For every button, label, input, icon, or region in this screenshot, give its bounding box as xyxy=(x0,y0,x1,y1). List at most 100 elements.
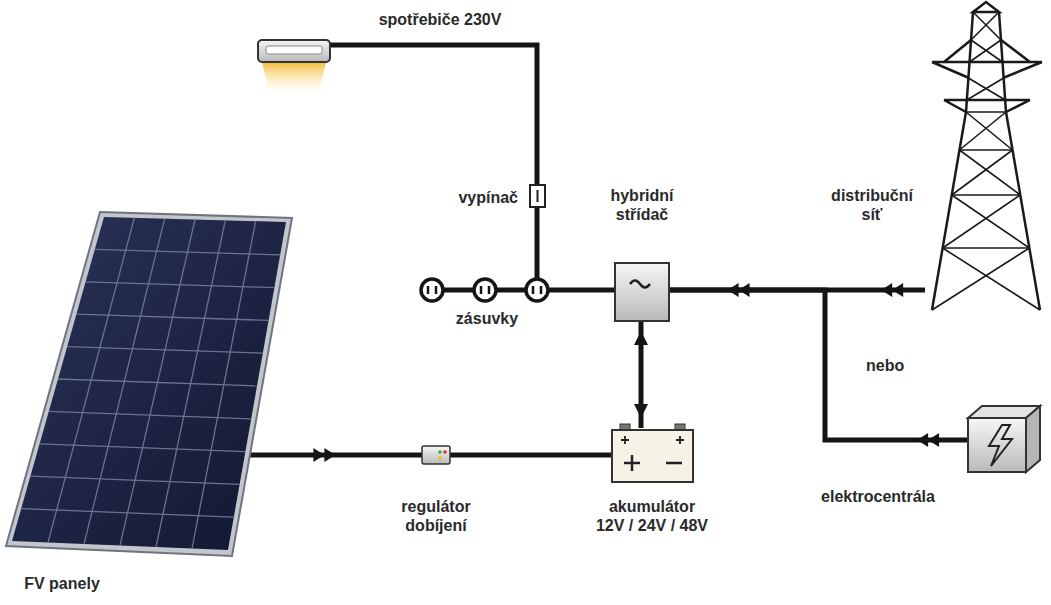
solar-panel: FV panely xyxy=(6,212,292,556)
socket-icons xyxy=(526,279,548,301)
charge-regulator-icon xyxy=(443,450,447,454)
tower-brace xyxy=(971,40,1002,62)
battery-icon xyxy=(612,430,693,482)
tower-brace xyxy=(966,111,1006,113)
panel-cell-line xyxy=(30,476,239,484)
panel-cell-line xyxy=(40,444,246,452)
panel-cell-line xyxy=(21,509,234,518)
panel-cell-line xyxy=(86,282,275,288)
wire-path xyxy=(669,290,968,440)
inverter-icon xyxy=(615,263,669,321)
tower-brace xyxy=(970,40,1001,62)
load-lamp: spotřebiče 230V xyxy=(258,38,330,64)
arrow-head xyxy=(313,448,335,462)
power-tower-icon xyxy=(973,2,999,12)
switch-icon xyxy=(530,185,545,207)
tower-brace xyxy=(952,150,1013,195)
grid-tower: distribuční síť xyxy=(925,0,1045,312)
tower-brace xyxy=(932,248,1029,310)
lamp-icon xyxy=(258,40,330,62)
generator-icon xyxy=(1026,406,1040,472)
lamp-icon xyxy=(262,62,326,96)
tower-brace xyxy=(952,194,1021,196)
battery-icon xyxy=(624,455,682,471)
lamp-icon xyxy=(258,40,330,96)
hybrid-inverter: hybridní střídač xyxy=(615,263,669,321)
power-tower-icon xyxy=(932,112,1040,310)
power-tower-icon xyxy=(932,40,1042,78)
arrow-head xyxy=(881,283,903,297)
tower-brace xyxy=(973,12,1001,40)
charge-regulator-icon xyxy=(438,456,442,460)
generator: elektrocentrála xyxy=(968,406,1040,472)
node-label: zásuvky xyxy=(432,309,542,328)
battery: akumulátor 12V / 24V / 48V xyxy=(612,428,693,482)
node-label: vypínač xyxy=(418,188,518,207)
node-label: FV panely xyxy=(0,574,132,593)
charge-regulator-icon xyxy=(422,446,450,464)
panel-cell-line xyxy=(95,249,280,254)
tower-brace xyxy=(959,150,1020,195)
wire-path xyxy=(550,288,615,293)
power-wire xyxy=(250,448,422,462)
generator-icon xyxy=(968,406,1040,472)
solar-panel-icon xyxy=(6,212,292,556)
power-wire xyxy=(550,290,615,291)
solar-panel-icon xyxy=(12,217,286,550)
battery-icon xyxy=(612,424,693,482)
note-label: nebo xyxy=(866,356,904,375)
tower-brace xyxy=(966,112,1013,150)
generator-icon xyxy=(989,425,1012,466)
tower-brace xyxy=(959,149,1012,151)
panel-cell-line xyxy=(76,314,268,320)
node-label: distribuční síť xyxy=(824,186,920,224)
wire-path xyxy=(250,453,422,458)
solar-panel-icon xyxy=(6,212,292,556)
battery-icon xyxy=(621,436,684,444)
power-wire xyxy=(537,207,538,278)
power-wire xyxy=(634,321,648,428)
arrow-head xyxy=(634,331,648,345)
charge-regulator: regulátor dobíjení xyxy=(422,446,450,464)
switch-icon xyxy=(537,190,539,202)
arrow-head xyxy=(634,404,648,418)
panel-cell-line xyxy=(49,411,251,418)
tower-brace xyxy=(952,195,1030,248)
tower-brace xyxy=(943,195,1021,248)
panel-cell-line xyxy=(67,347,263,354)
inverter-icon xyxy=(615,263,669,321)
power-wire xyxy=(330,45,537,185)
power-tower-icon xyxy=(932,2,1042,310)
power-wire xyxy=(669,290,968,447)
socket-row: zásuvky xyxy=(420,278,550,302)
tower-brace xyxy=(943,248,1040,310)
socket-icons xyxy=(428,286,541,294)
switch: vypínač xyxy=(530,185,545,207)
tower-brace xyxy=(943,247,1030,249)
switch-icon xyxy=(530,185,545,207)
socket-icons xyxy=(420,279,550,301)
node-label: regulátor dobíjení xyxy=(386,497,486,535)
inverter-icon xyxy=(630,281,650,288)
wire-path xyxy=(330,45,537,185)
wire-path xyxy=(535,207,540,278)
tower-brace xyxy=(971,12,999,40)
power-tower-icon xyxy=(944,100,1030,112)
node-label: akumulátor 12V / 24V / 48V xyxy=(594,497,710,535)
tower-brace xyxy=(967,78,1004,100)
node-label: elektrocentrála xyxy=(793,487,963,506)
charge-regulator-icon xyxy=(438,450,442,454)
power-wire xyxy=(450,455,612,456)
charge-regulator-icon xyxy=(422,446,450,464)
generator-icon xyxy=(968,418,1026,472)
arrow-head xyxy=(917,433,939,447)
socket-icons xyxy=(474,279,496,301)
node-label: spotřebiče 230V xyxy=(330,10,550,29)
lamp-icon xyxy=(266,46,322,54)
node-label: hybridní střídač xyxy=(592,186,692,224)
socket-icons xyxy=(421,279,443,301)
panel-cell-line xyxy=(58,379,257,386)
tower-brace xyxy=(959,112,1006,150)
